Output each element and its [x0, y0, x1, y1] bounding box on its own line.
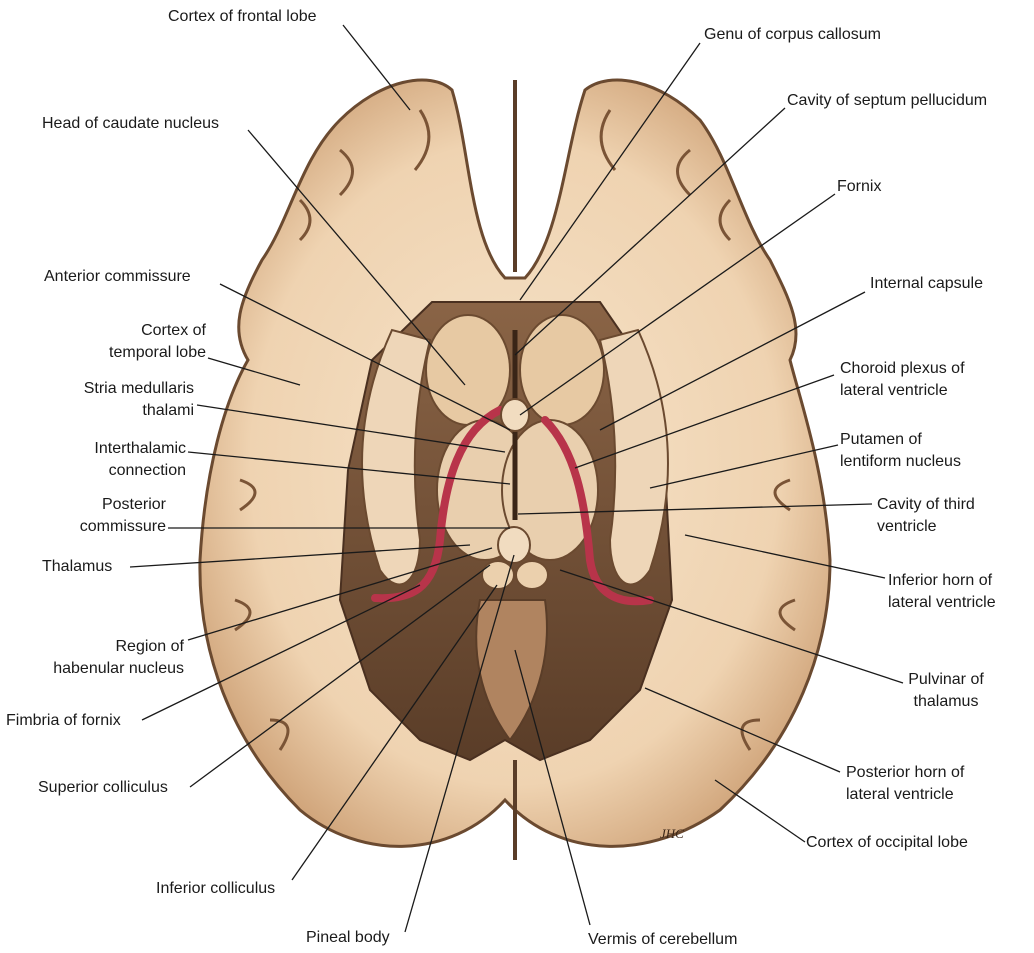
leader-pulvinar — [559, 569, 904, 684]
label-fimbria-fornix: Fimbria of fornix — [6, 712, 121, 729]
label-superior-colliculus: Superior colliculus — [38, 779, 168, 796]
label-pulvinar: Pulvinar of thalamus — [908, 671, 984, 710]
label-posterior-commissure: Posterior commissure — [79, 496, 166, 535]
label-vermis-cerebellum: Vermis of cerebellum — [588, 931, 738, 948]
label-genu-corpus-callosum: Genu of corpus callosum — [704, 26, 881, 43]
label-cavity-septum-pellucidum: Cavity of septum pellucidum — [787, 92, 988, 109]
leader-superior-colliculus — [189, 564, 491, 788]
label-interthalamic-connection: Interthalamic connection — [94, 440, 186, 479]
caudate-right — [519, 314, 605, 426]
leader-anterior-commissure — [219, 283, 511, 431]
label-fornix: Fornix — [837, 178, 882, 195]
lentiform-right — [598, 328, 669, 586]
leader-lines — [129, 24, 904, 933]
label-inferior-horn: Inferior horn of lateral ventricle — [888, 572, 996, 611]
leader-fimbria — [141, 584, 421, 721]
colliculus-left — [481, 560, 515, 590]
leader-stria — [196, 404, 506, 453]
leader-inferior-horn — [684, 534, 886, 579]
leader-habenular — [187, 547, 493, 641]
leader-caudate — [247, 129, 466, 386]
colliculus-right — [515, 560, 549, 590]
fornix-body — [500, 398, 530, 432]
label-habenular-nucleus: Region of habenular nucleus — [53, 638, 184, 677]
label-cortex-frontal-lobe: Cortex of frontal lobe — [168, 8, 317, 25]
leader-internal-capsule — [599, 291, 866, 431]
label-putamen: Putamen of lentiform nucleus — [840, 431, 961, 470]
leader-occipital — [714, 779, 806, 843]
label-choroid-plexus: Choroid plexus of lateral ventricle — [840, 360, 965, 399]
label-pineal-body: Pineal body — [306, 929, 390, 946]
leader-putamen — [649, 444, 839, 489]
leader-inferior-colliculus — [291, 584, 498, 881]
vermis-shape — [475, 599, 548, 742]
label-cavity-third-ventricle: Cavity of third ventricle — [877, 496, 975, 535]
label-anterior-commissure: Anterior commissure — [44, 268, 191, 285]
label-inferior-colliculus: Inferior colliculus — [156, 880, 276, 897]
artist-signature: JHC — [660, 826, 684, 841]
label-internal-capsule: Internal capsule — [870, 275, 983, 292]
leader-temporal — [207, 357, 301, 386]
pineal-shape — [497, 526, 531, 564]
leader-fornix — [519, 193, 836, 416]
leader-cortex-frontal — [342, 24, 411, 111]
label-head-caudate-nucleus: Head of caudate nucleus — [42, 115, 220, 132]
leader-thalamus — [129, 544, 471, 568]
leader-septum — [514, 107, 786, 356]
label-stria-medullaris: Stria medullaris thalami — [83, 380, 194, 419]
choroid-plexus-right — [541, 416, 654, 606]
leader-vermis — [514, 649, 591, 926]
label-posterior-horn: Posterior horn of lateral ventricle — [846, 764, 965, 803]
gyri-detail — [234, 109, 796, 751]
leader-genu — [519, 42, 701, 301]
label-cortex-temporal-lobe: Cortex of temporal lobe — [109, 322, 206, 361]
leader-choroid — [574, 374, 835, 469]
choroid-plexus-left — [371, 406, 504, 603]
leader-interthalamic — [187, 451, 511, 485]
label-thalamus: Thalamus — [42, 558, 113, 575]
leader-posterior-horn — [644, 687, 841, 773]
label-cortex-occipital-lobe: Cortex of occipital lobe — [806, 834, 968, 851]
leader-pineal — [404, 554, 515, 933]
leader-third-ventricle — [517, 503, 873, 515]
